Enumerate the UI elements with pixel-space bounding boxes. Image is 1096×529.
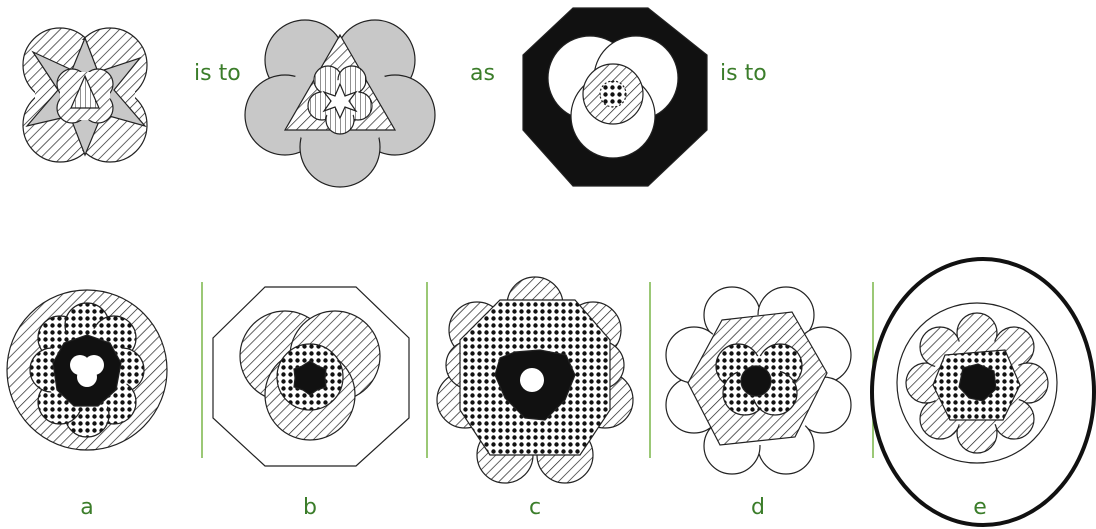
connector-text-3: is to bbox=[720, 61, 767, 86]
option-d-label[interactable]: d bbox=[751, 495, 765, 520]
option-e-figure[interactable] bbox=[896, 302, 1058, 464]
option-b-label[interactable]: b bbox=[303, 495, 317, 520]
question-figure-3 bbox=[522, 7, 708, 187]
option-e-label[interactable]: e bbox=[973, 495, 987, 520]
connector-text-2: as bbox=[470, 61, 495, 86]
question-figure-1 bbox=[22, 27, 148, 163]
option-c-figure[interactable] bbox=[436, 276, 634, 484]
option-a-figure[interactable] bbox=[6, 289, 168, 451]
small-star bbox=[322, 82, 358, 120]
connector-text-1: is to bbox=[194, 61, 241, 86]
question-figure-2 bbox=[244, 19, 436, 188]
option-b-figure[interactable] bbox=[212, 286, 410, 467]
inner-triangle bbox=[70, 74, 100, 109]
selected-answer-ring bbox=[870, 257, 1096, 527]
option-d-figure[interactable] bbox=[665, 286, 852, 475]
option-a-label[interactable]: a bbox=[80, 495, 93, 520]
option-c-label[interactable]: c bbox=[529, 495, 541, 520]
